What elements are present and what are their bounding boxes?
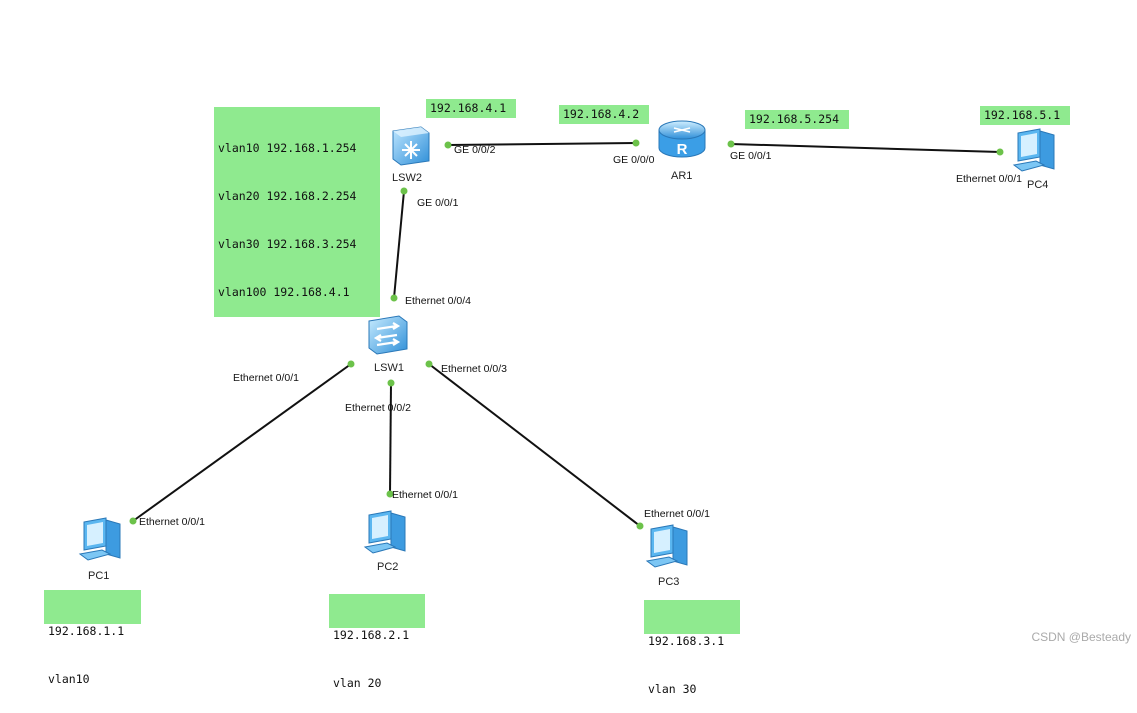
note-pc4: 192.168.5.1 <box>980 106 1070 125</box>
port-dot <box>129 517 137 525</box>
port-label-lsw1-eth001: Ethernet 0/0/1 <box>233 372 299 384</box>
port-dot <box>386 490 394 498</box>
lsw1-switch-icon[interactable] <box>365 313 411 357</box>
note-lsw2-vlans: vlan10 192.168.1.254 vlan20 192.168.2.25… <box>214 107 380 317</box>
port-label-ar1-ge001: GE 0/0/1 <box>730 150 772 162</box>
pc2-computer-icon[interactable] <box>361 507 413 559</box>
note-ar1-g0: 192.168.4.2 <box>559 105 649 124</box>
port-label-pc4-eth: Ethernet 0/0/1 <box>956 173 1022 185</box>
topology-canvas <box>129 139 1004 530</box>
port-dot <box>444 141 452 149</box>
port-label-lsw1-eth004: Ethernet 0/0/4 <box>405 295 471 307</box>
port-dot <box>347 360 355 368</box>
pc4-label: PC4 <box>1027 179 1049 191</box>
port-label-pc1-eth: Ethernet 0/0/1 <box>139 516 205 528</box>
pc4-computer-icon[interactable] <box>1010 125 1062 177</box>
watermark: CSDN @Besteady <box>1031 630 1131 644</box>
pc3-label: PC3 <box>658 576 680 588</box>
port-dot <box>390 294 398 302</box>
port-label-lsw1-eth003: Ethernet 0/0/3 <box>441 363 507 375</box>
note-pc1: 192.168.1.1 vlan10 <box>44 590 141 686</box>
ar1-label: AR1 <box>671 170 693 182</box>
port-label-lsw2-ge002: GE 0/0/2 <box>454 144 496 156</box>
port-dot <box>636 522 644 530</box>
port-dot <box>400 187 408 195</box>
link-lsw1-pc1 <box>132 363 352 522</box>
port-label-pc2-eth: Ethernet 0/0/1 <box>392 489 458 501</box>
lsw2-label: LSW2 <box>392 172 422 184</box>
link-lsw1-pc2 <box>389 382 392 495</box>
port-label-lsw2-ge001: GE 0/0/1 <box>417 197 459 209</box>
port-dot <box>632 139 640 147</box>
link-ar1-pc4 <box>730 143 1001 153</box>
pc3-computer-icon[interactable] <box>643 521 695 573</box>
lsw2-switch-icon[interactable] <box>387 123 431 167</box>
pc1-label: PC1 <box>88 570 110 582</box>
port-dot <box>387 379 395 387</box>
port-dot <box>727 140 735 148</box>
note-pc3: 192.168.3.1 vlan 30 <box>644 600 740 696</box>
lsw1-label: LSW1 <box>374 362 404 374</box>
pc2-label: PC2 <box>377 561 399 573</box>
port-dot <box>996 148 1004 156</box>
link-lsw2-ar1 <box>447 142 637 146</box>
link-lsw2-lsw1 <box>393 190 405 299</box>
pc1-computer-icon[interactable] <box>76 514 128 566</box>
port-label-pc3-eth: Ethernet 0/0/1 <box>644 508 710 520</box>
note-pc2: 192.168.2.1 vlan 20 <box>329 594 425 690</box>
link-lsw1-pc3 <box>428 363 641 527</box>
svg-text:R: R <box>677 141 688 158</box>
note-lsw2-ip: 192.168.4.1 <box>426 99 516 118</box>
port-label-ar1-ge000: GE 0/0/0 <box>613 154 655 166</box>
ar1-router-icon[interactable]: R <box>656 118 708 162</box>
port-label-lsw1-eth002: Ethernet 0/0/2 <box>345 402 411 414</box>
note-ar1-g1: 192.168.5.254 <box>745 110 849 129</box>
port-dot <box>425 360 433 368</box>
